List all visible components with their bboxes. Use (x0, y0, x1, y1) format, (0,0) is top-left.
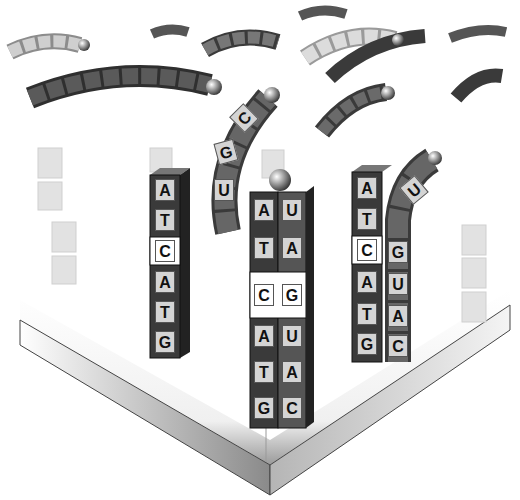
base-letter: A (357, 271, 377, 293)
base-letter: C (388, 335, 408, 357)
base-letter: A (254, 325, 274, 347)
base-letter: C (357, 239, 377, 261)
slide-edge (20, 320, 270, 495)
rna-strands (10, 10, 506, 362)
base-letter: U (282, 199, 302, 221)
base-letter: T (155, 209, 175, 231)
base-letter: G (282, 284, 302, 306)
dna-probes (150, 165, 392, 428)
label-spheres (78, 34, 442, 191)
base-letter: A (357, 177, 377, 199)
base-letter: G (213, 139, 238, 165)
base-letter: A (254, 199, 274, 221)
base-letter: A (155, 271, 175, 293)
base-letter: T (155, 301, 175, 323)
base-letter: A (155, 179, 175, 201)
base-letter: T (254, 237, 274, 259)
base-letter: A (282, 237, 302, 259)
base-letter: G (357, 333, 377, 355)
base-letter: G (155, 331, 175, 353)
base-letter: A (388, 305, 408, 327)
base-letter: U (388, 273, 408, 295)
base-letter: G (388, 241, 408, 263)
base-letter: T (254, 361, 274, 383)
base-letter: T (357, 303, 377, 325)
base-letter: C (282, 397, 302, 419)
base-letter: U (214, 179, 234, 201)
base-letter: C (229, 103, 259, 133)
base-letter: T (357, 208, 377, 230)
base-letter: A (282, 361, 302, 383)
base-letter: C (155, 240, 175, 262)
base-letter: C (254, 284, 274, 306)
base-letter: U (282, 325, 302, 347)
base-letter: U (399, 175, 428, 205)
base-letter: G (254, 397, 274, 419)
